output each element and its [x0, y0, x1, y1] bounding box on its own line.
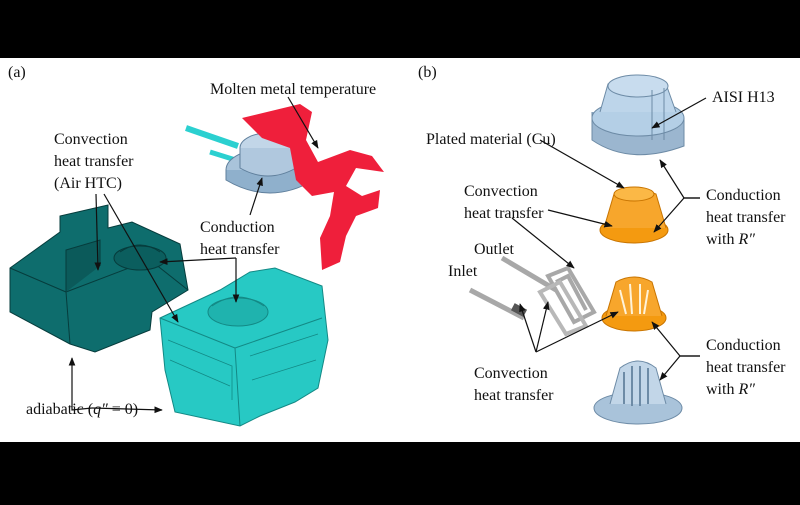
light-die-half	[159, 267, 329, 427]
mold-assembly-top	[185, 125, 315, 194]
conduction-label-b-bottom-line1: Conduction	[706, 337, 781, 354]
with-prefix-bottom: with	[706, 381, 739, 398]
conduction-label-b-bottom-line3: with R″	[706, 380, 755, 399]
convection-label-b-bottom-line1: Convection	[474, 365, 548, 382]
adiabatic-q: q″	[93, 401, 108, 418]
adiabatic-prefix: adiabatic (	[26, 401, 94, 418]
panel-b-label: (b)	[418, 64, 437, 81]
plated-material-label: Plated material (Cu)	[426, 131, 556, 148]
panel-a-label: (a)	[8, 64, 26, 81]
with-prefix-top: with	[706, 231, 739, 248]
outlet-label: Outlet	[474, 241, 514, 258]
conduction-label-b-top-line3: with R″	[706, 230, 755, 249]
conduction-label-b-top-line1: Conduction	[706, 187, 781, 204]
convection-label-b-top-line1: Convection	[464, 183, 538, 200]
r-symbol-top: R″	[738, 231, 755, 248]
adiabatic-label: adiabatic (q″ = 0)	[26, 400, 138, 419]
copper-channel-insert	[601, 276, 667, 332]
inlet-label: Inlet	[448, 263, 478, 280]
convection-label-b-bottom-line2: heat transfer	[474, 387, 554, 404]
convection-label-a-line2: heat transfer	[54, 153, 134, 170]
copper-plated-insert	[599, 186, 669, 244]
conduction-label-b-bottom-line2: heat transfer	[706, 359, 786, 376]
convection-label-b-top-line2: heat transfer	[464, 205, 544, 222]
conduction-label-a-line2: heat transfer	[200, 241, 280, 258]
convection-label-a-line3: (Air HTC)	[54, 175, 122, 192]
dark-die-half	[9, 204, 189, 353]
molten-metal-label: Molten metal temperature	[210, 81, 377, 98]
steel-channel-core	[593, 360, 683, 425]
r-symbol-bottom: R″	[738, 381, 755, 398]
annotation-arrows	[68, 96, 707, 414]
cooling-channels	[468, 255, 597, 337]
conduction-label-a-line1: Conduction	[200, 219, 275, 236]
molten-metal-casting	[242, 104, 384, 270]
aisi-h13-label: AISI H13	[712, 89, 775, 106]
adiabatic-suffix: = 0)	[107, 401, 139, 418]
conduction-label-b-top-line2: heat transfer	[706, 209, 786, 226]
convection-label-a-line1: Convection	[54, 131, 128, 148]
